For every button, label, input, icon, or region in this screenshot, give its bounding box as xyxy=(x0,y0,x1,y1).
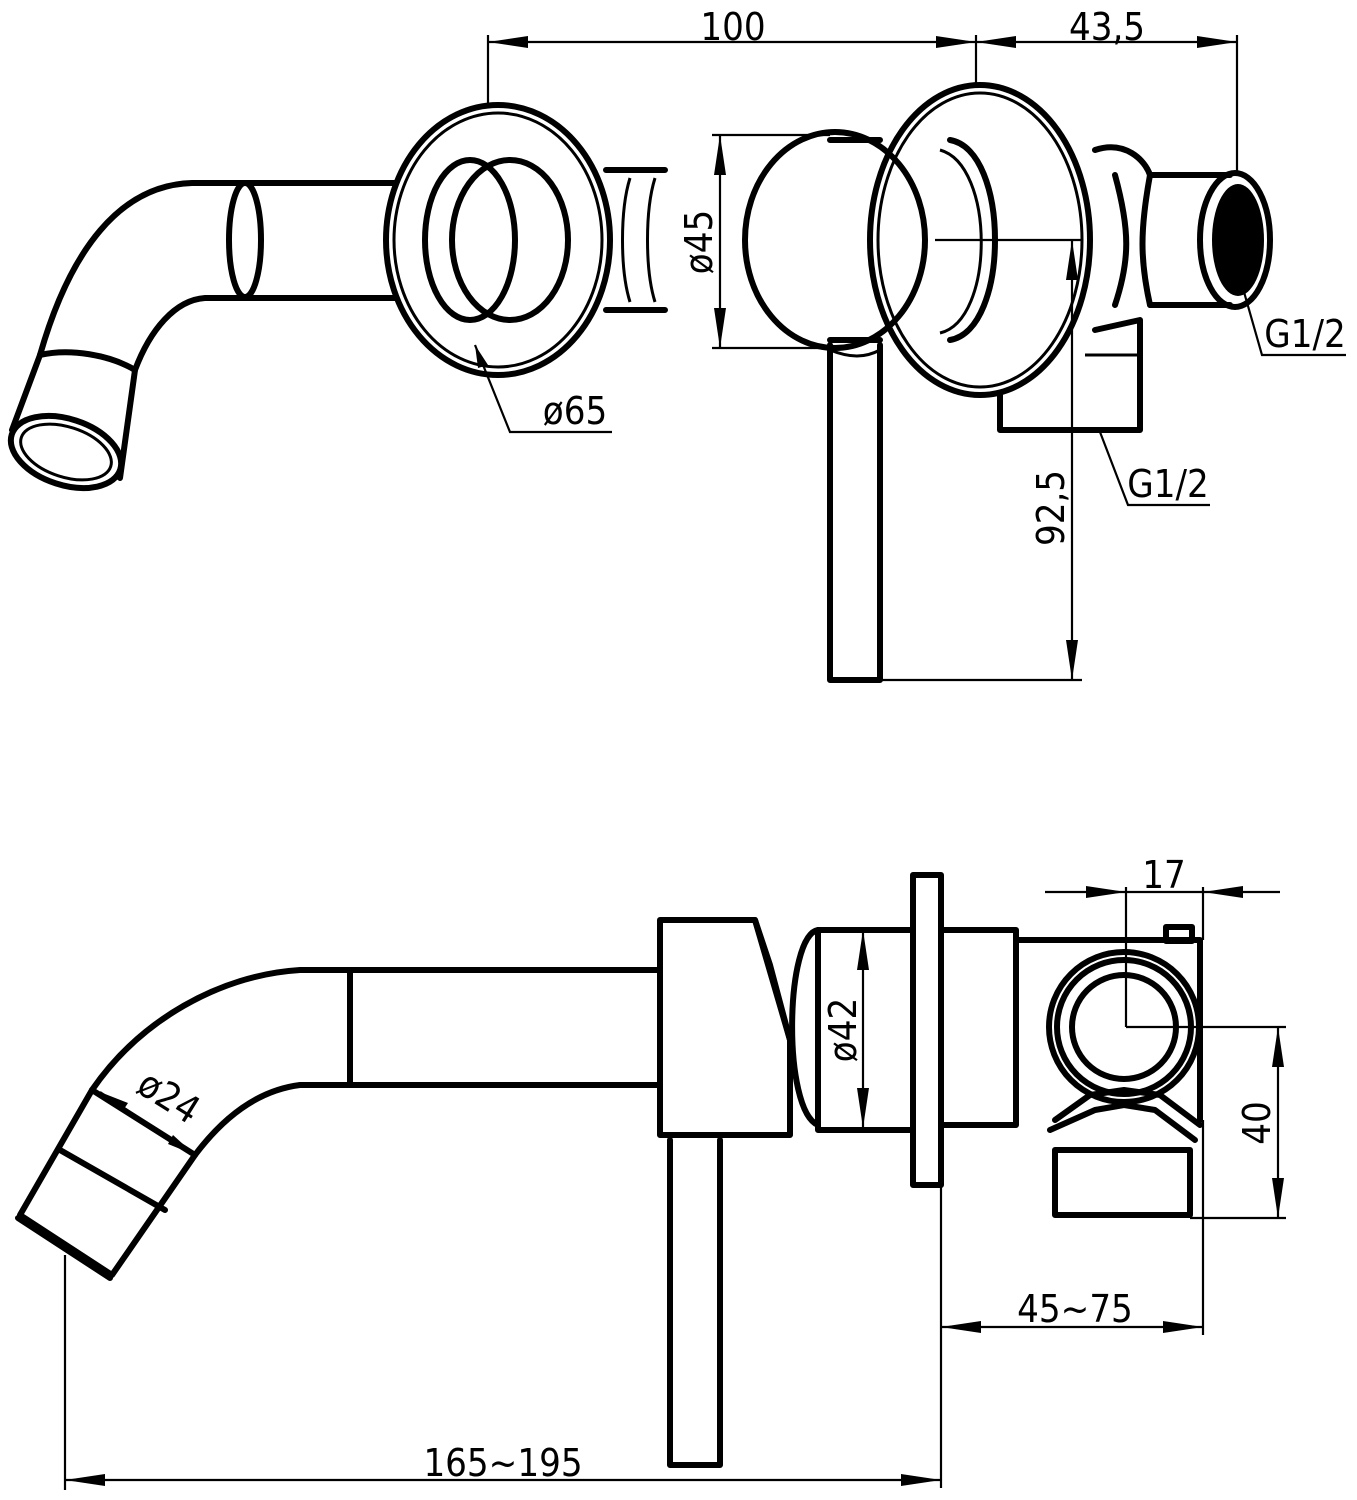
dim-wall-depth: 45~75 xyxy=(939,1120,1205,1488)
side-spout xyxy=(15,967,663,1281)
dim-body-dia: ø42 xyxy=(821,930,869,1128)
dim-spacing-label: 100 xyxy=(700,5,765,49)
dim-flange-dia: ø65 xyxy=(473,344,612,434)
dim-projection: 165~195 xyxy=(63,1255,941,1490)
dim-depth: 43,5 xyxy=(976,5,1239,175)
dim-offset-label: 17 xyxy=(1142,853,1186,897)
dim-handle-length-label: 92,5 xyxy=(1029,470,1073,546)
leader-thread-inlet: G1/2 xyxy=(1098,431,1210,507)
dim-spacing: 100 xyxy=(486,5,978,108)
top-spout-flange xyxy=(383,102,613,378)
thread-outlet-label: G1/2 xyxy=(1264,312,1346,356)
side-inlet xyxy=(1046,949,1203,1218)
top-hidden-body xyxy=(603,167,668,313)
dim-projection-label: 165~195 xyxy=(423,1441,582,1485)
top-lever xyxy=(827,342,883,683)
side-view: ø24 xyxy=(15,853,1286,1490)
dim-wall-depth-label: 45~75 xyxy=(1017,1287,1133,1331)
dim-height: 40 xyxy=(1126,1025,1286,1220)
dim-height-label: 40 xyxy=(1235,1101,1279,1145)
dim-handle-dia: ø45 xyxy=(677,133,830,350)
dim-flange-dia-label: ø65 xyxy=(543,389,607,433)
thread-inlet-label: G1/2 xyxy=(1127,462,1209,506)
top-inlet xyxy=(997,144,1273,433)
top-spout xyxy=(7,180,398,491)
dim-handle-length: 92,5 xyxy=(880,238,1082,682)
top-view: 100 43,5 ø45 ø65 xyxy=(7,5,1346,683)
side-mixer-body xyxy=(657,872,1203,1188)
dim-handle-dia-label: ø45 xyxy=(677,210,721,274)
dim-body-dia-label: ø42 xyxy=(821,998,865,1062)
dim-offset: 17 xyxy=(1045,853,1280,1027)
side-lever xyxy=(667,1137,723,1468)
dim-depth-label: 43,5 xyxy=(1069,5,1145,49)
leader-thread-outlet: G1/2 xyxy=(1240,284,1346,357)
